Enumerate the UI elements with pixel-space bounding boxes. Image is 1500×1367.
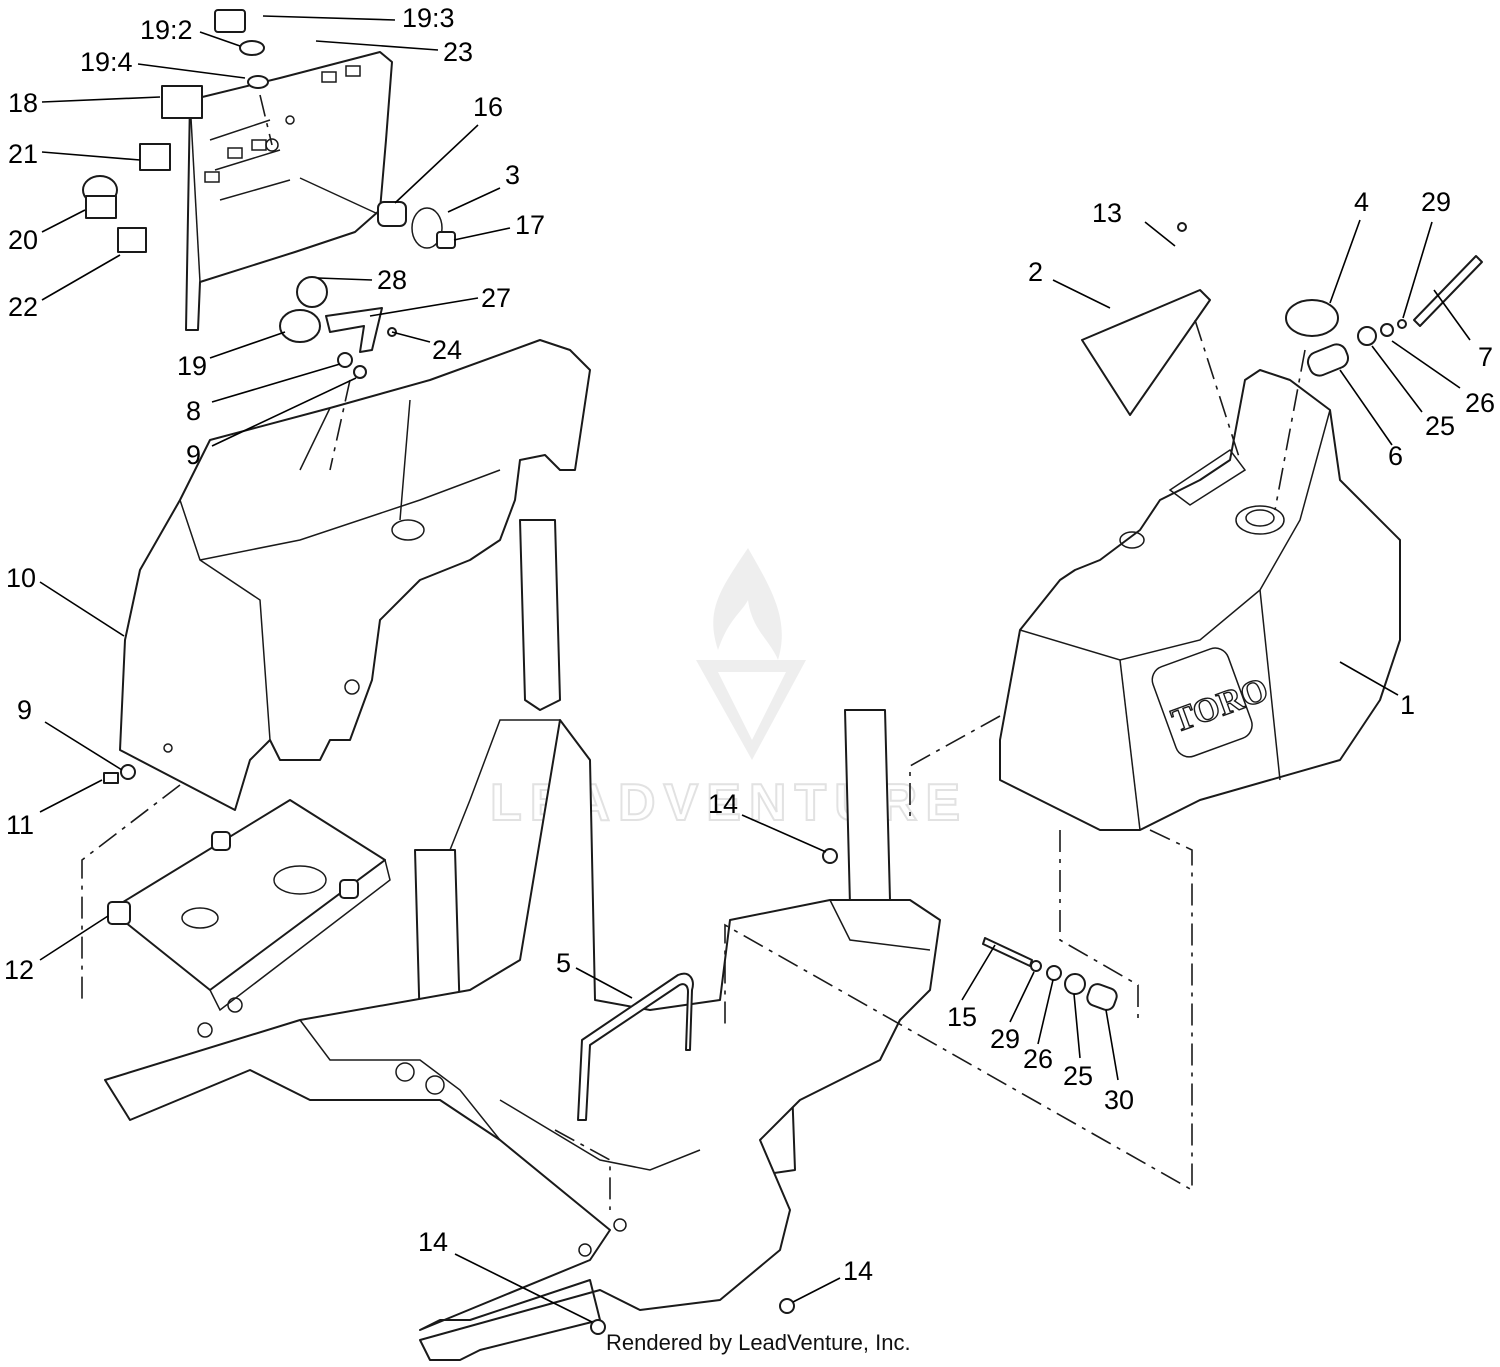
callout-10: 10	[6, 563, 36, 593]
callout-20: 20	[8, 225, 38, 255]
fuel-cap-4	[1285, 299, 1339, 337]
callout-28: 28	[377, 265, 407, 295]
callout-24: 24	[432, 335, 462, 365]
callout-1: 1	[1400, 690, 1415, 720]
nut-14b	[590, 1319, 606, 1335]
callout-15: 15	[947, 1002, 977, 1032]
fender-hardware	[103, 764, 136, 784]
throttle-knob	[296, 276, 328, 308]
ignition-key	[214, 9, 246, 33]
washer-29	[1397, 319, 1407, 329]
callout-11: 11	[6, 810, 34, 840]
callout-23: 23	[443, 37, 473, 67]
callout-22: 22	[8, 292, 38, 322]
callout-8: 8	[186, 396, 201, 426]
tank-hardware	[982, 222, 1483, 1011]
callout-26: 26	[1465, 388, 1495, 418]
callout-9: 9	[17, 695, 32, 725]
bolt-11	[103, 772, 119, 784]
washer-29b	[1030, 960, 1042, 972]
throttle-bracket	[325, 307, 383, 353]
nut-14c	[779, 1298, 795, 1314]
key-washer	[247, 75, 269, 89]
spacer-8	[337, 352, 353, 368]
pto-switch	[85, 195, 117, 219]
callout-5: 5	[556, 948, 571, 978]
callout-12: 12	[4, 955, 34, 985]
clip-12	[107, 901, 131, 925]
callout-25: 25	[1063, 1061, 1093, 1091]
callout-14: 14	[418, 1227, 448, 1257]
bolt-7	[1413, 255, 1483, 327]
screw-13	[1177, 222, 1187, 232]
switch-22	[117, 227, 147, 253]
callout-27: 27	[481, 283, 511, 313]
callout-26: 26	[1023, 1044, 1053, 1074]
washer-9	[353, 365, 367, 379]
spacer-30	[1086, 983, 1118, 1011]
callout-14: 14	[843, 1256, 873, 1286]
callout-9: 9	[186, 440, 201, 470]
callout-14: 14	[708, 789, 738, 819]
callout-17: 17	[515, 210, 545, 240]
callout-2: 2	[1028, 257, 1043, 287]
retaining-rod	[577, 972, 694, 1121]
gasket-3	[411, 207, 443, 249]
switch-21	[139, 143, 171, 171]
callout-13: 13	[1092, 198, 1122, 228]
callout-19-3: 19:3	[402, 3, 455, 33]
callout-3: 3	[505, 160, 520, 190]
callout-30: 30	[1104, 1085, 1134, 1115]
washer-26b	[1046, 965, 1062, 981]
callout-29: 29	[1421, 187, 1451, 217]
callout-6: 6	[1388, 441, 1403, 471]
callout-19: 19	[177, 351, 207, 381]
main-frame	[104, 519, 941, 1361]
washer-9b	[120, 764, 136, 780]
throttle-assembly	[279, 276, 397, 379]
washer-26	[1380, 323, 1394, 337]
heat-shield-2	[1081, 289, 1211, 416]
left-fender	[119, 339, 591, 811]
callout-19-4: 19:4	[80, 47, 133, 77]
spacer-6	[1306, 343, 1350, 377]
cap-17	[436, 231, 456, 249]
control-panel	[185, 51, 393, 331]
assembly-centerlines	[81, 94, 1306, 1210]
washer-25	[1357, 326, 1377, 346]
callout-16: 16	[473, 92, 503, 122]
callout-4: 4	[1354, 187, 1369, 217]
socket-16	[377, 201, 407, 227]
leader-lines	[39, 15, 1471, 1323]
hour-meter	[161, 85, 203, 119]
battery-tray	[107, 799, 391, 1012]
callout-29: 29	[990, 1024, 1020, 1054]
render-credit: Rendered by LeadVenture, Inc.	[606, 1330, 911, 1355]
key-nut	[239, 40, 265, 56]
callout-7: 7	[1478, 342, 1493, 372]
fuel-tank: TORO	[999, 369, 1401, 831]
panel-hardware	[82, 9, 456, 253]
callout-18: 18	[8, 88, 38, 118]
washer-25b	[1064, 973, 1086, 995]
nut-14a	[822, 848, 838, 864]
callout-21: 21	[8, 139, 38, 169]
callout-19-2: 19:2	[140, 15, 193, 45]
throttle-control	[279, 309, 321, 343]
callout-25: 25	[1425, 411, 1455, 441]
